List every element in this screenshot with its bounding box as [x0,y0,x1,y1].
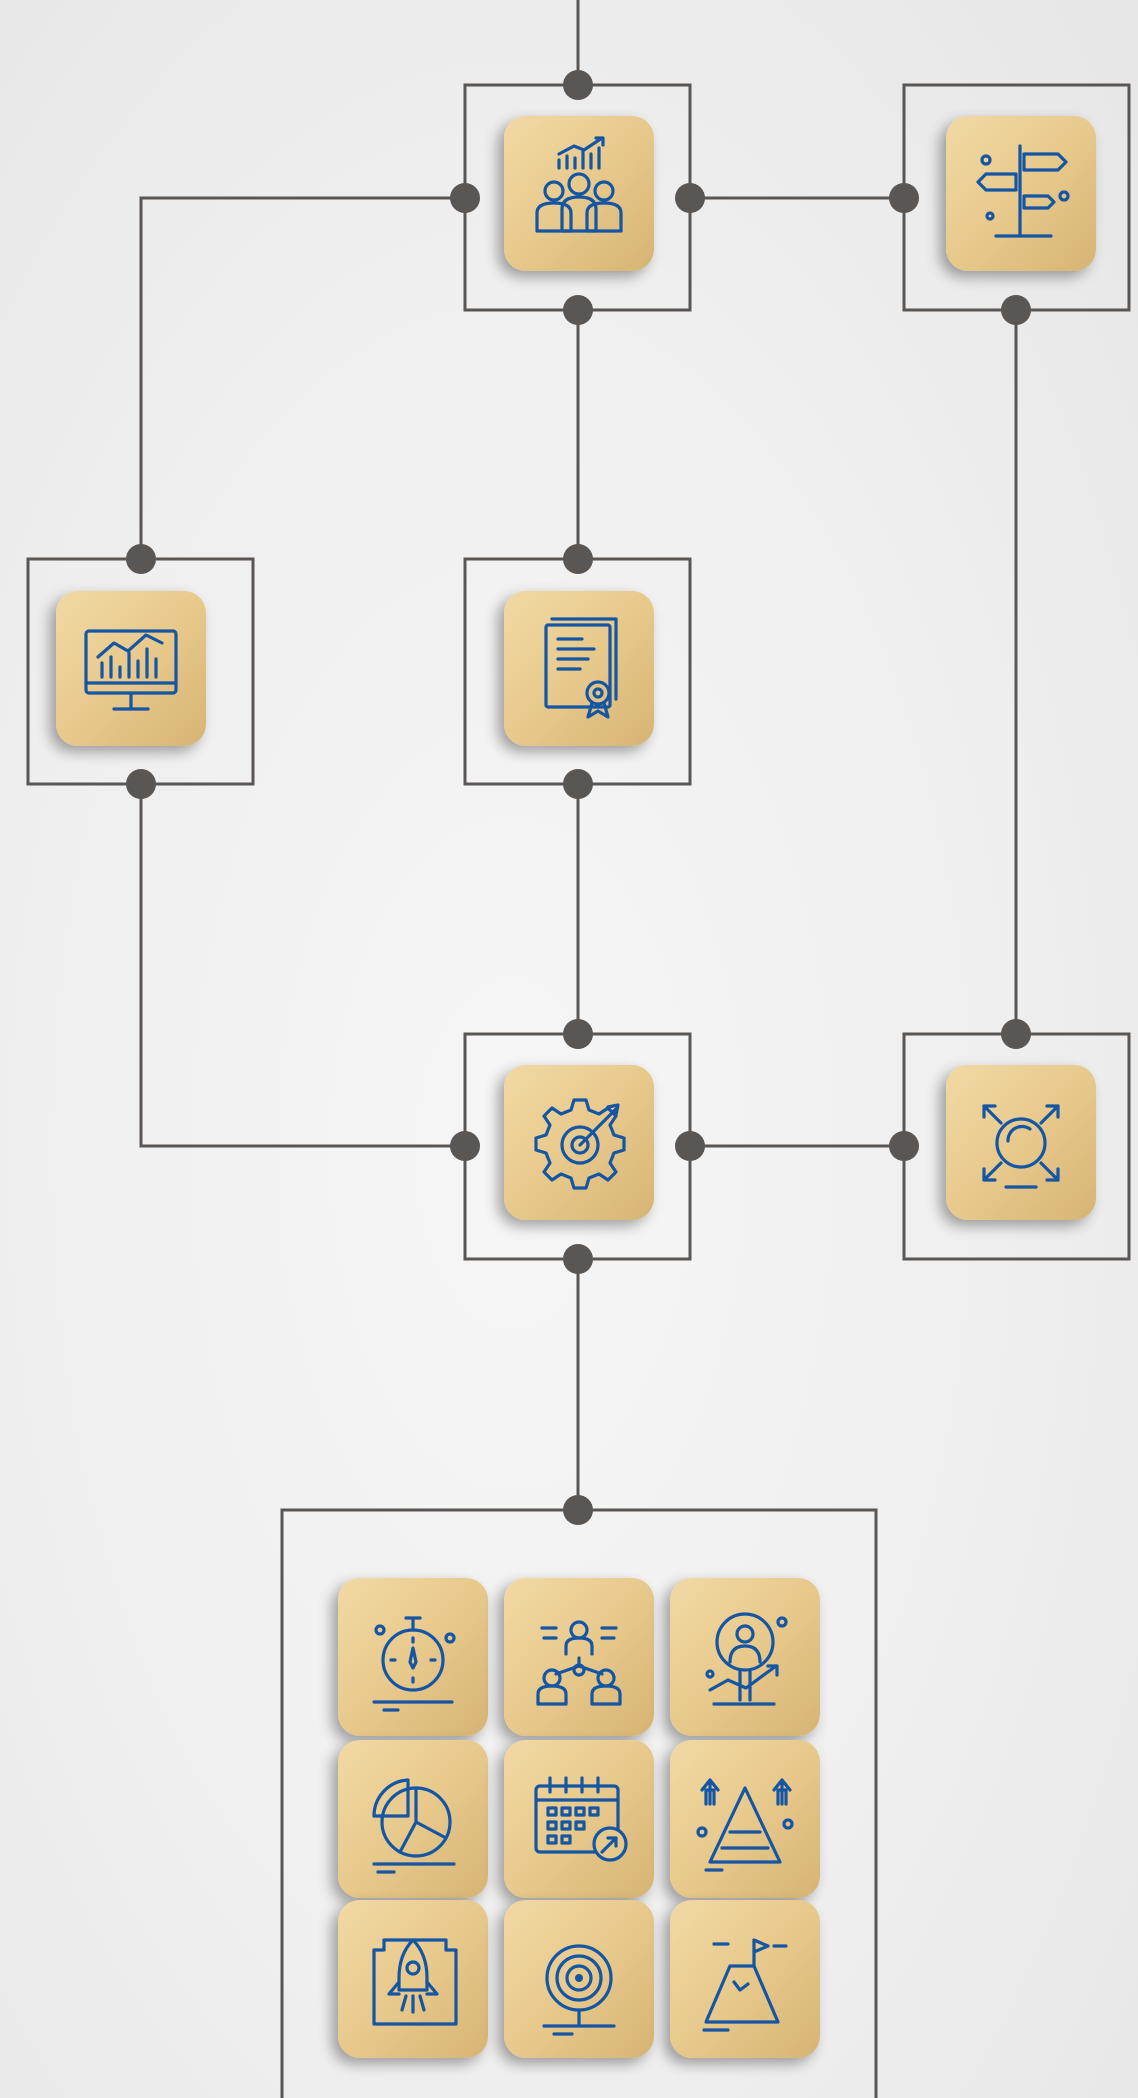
grid-block-rocket [338,1900,488,2058]
mountain-flag-icon [702,1938,788,2032]
team-hierarchy-icon [536,1620,622,1706]
grid-block-calendar [504,1740,654,1898]
grid-block-mountain-flag [670,1900,820,2058]
connector-lines [139,0,1018,1510]
grid-block-stopwatch [338,1578,488,1736]
certificate-document-icon [544,617,618,719]
grid-block-pie-chart [338,1740,488,1898]
calendar-schedule-icon [534,1776,628,1862]
grid-block-team-hierarchy [504,1578,654,1736]
team-growth-chart-icon [535,136,623,233]
pie-chart-icon [372,1778,456,1874]
wood-block-gear-target [504,1065,654,1220]
expand-arrows-circle-icon [982,1104,1060,1189]
signpost-direction-icon [976,144,1070,238]
gear-target-arrow-icon [534,1098,626,1190]
stopwatch-icon [372,1616,456,1712]
grid-block-person-target [670,1578,820,1736]
wood-block-expand [946,1065,1096,1220]
monitor-analytics-icon [84,629,178,711]
pyramid-growth-icon [696,1778,794,1872]
wood-block-team-growth [504,116,654,271]
person-target-growth-icon [705,1612,788,1706]
wood-block-monitor [56,591,206,746]
bullseye-target-icon [542,1944,616,2036]
rocket-blueprint-icon [372,1938,458,2026]
connection-dots [126,70,1031,1525]
wood-block-signpost [946,116,1096,271]
grid-block-pyramid [670,1740,820,1898]
wood-block-certificate [504,591,654,746]
grid-block-bullseye [504,1900,654,2058]
